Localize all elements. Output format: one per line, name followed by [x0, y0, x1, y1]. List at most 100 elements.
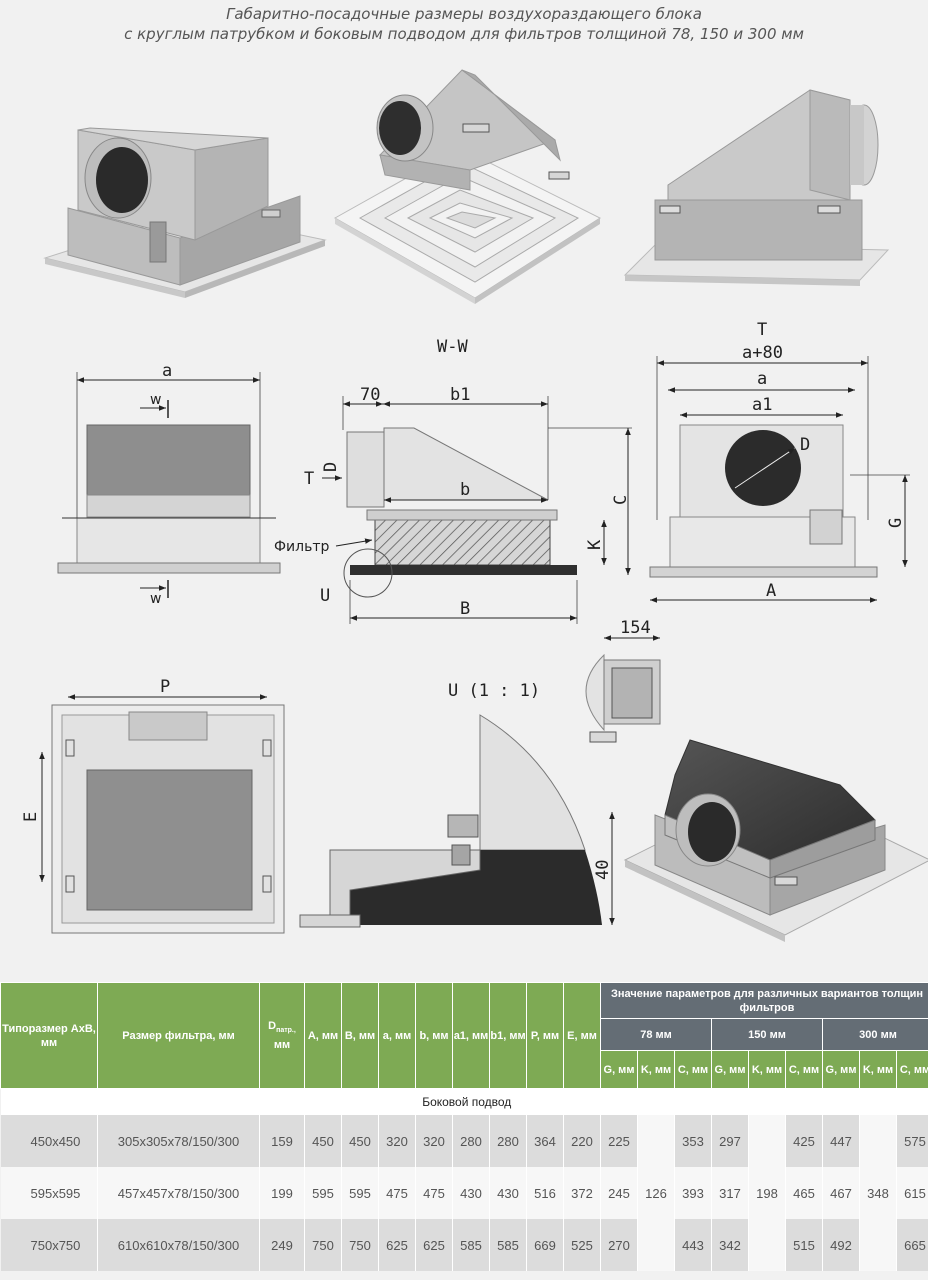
dim-70: 70	[360, 385, 380, 405]
dim-T-side: T	[304, 469, 314, 489]
cell-a1: 585	[452, 1219, 490, 1271]
dim-K: K	[585, 539, 605, 550]
section-view-ww: W-W 70 b1 T D b C K Фильтр U B	[274, 337, 632, 624]
cell-C1: 443	[674, 1219, 712, 1271]
header-150: 150 мм	[711, 1018, 823, 1051]
cell-K3: 348	[859, 1167, 897, 1219]
page-title: Габаритно-посадочные размеры воздухоразд…	[0, 4, 928, 44]
cell-a: 625	[378, 1219, 416, 1271]
cell-size: 750х750	[0, 1219, 98, 1271]
front-view-a: a w w	[57, 361, 281, 607]
cell-A: 750	[304, 1219, 342, 1271]
cell-K2: 198	[748, 1167, 786, 1219]
dim-C: C	[611, 495, 631, 505]
cell-C3: 575	[896, 1115, 928, 1167]
title-line-2: с круглым патрубком и боковым подводом д…	[124, 25, 804, 43]
cell-a1: 430	[452, 1167, 490, 1219]
cell-P: 364	[526, 1115, 564, 1167]
cell-G1: 270	[600, 1219, 638, 1271]
cell-K3	[859, 1219, 897, 1271]
dim-40: 40	[593, 860, 613, 880]
dim-T-front: T	[757, 320, 767, 340]
header-G3: G, мм	[822, 1050, 860, 1089]
header-E: E, мм	[563, 982, 601, 1089]
header-A: A, мм	[304, 982, 342, 1089]
cell-b1: 430	[489, 1167, 527, 1219]
section-title: W-W	[437, 337, 468, 357]
cell-a1: 280	[452, 1115, 490, 1167]
cell-b: 625	[415, 1219, 453, 1271]
dim-154: 154	[620, 618, 651, 638]
header-K3: K, мм	[859, 1050, 897, 1089]
label-U: U	[320, 586, 330, 606]
cell-G3: 467	[822, 1167, 860, 1219]
table-row: 750х750 610х610х78/150/300 249 750 750 6…	[0, 1219, 928, 1271]
cell-G1: 245	[600, 1167, 638, 1219]
header-b1: b1, мм	[489, 982, 527, 1089]
section-label: Боковой подвод	[0, 1088, 928, 1115]
cell-d: 159	[259, 1115, 305, 1167]
cell-d: 249	[259, 1219, 305, 1271]
title-line-1: Габаритно-посадочные размеры воздухоразд…	[226, 5, 702, 23]
cell-b1: 585	[489, 1219, 527, 1271]
dim-b: b	[460, 480, 470, 500]
cell-A: 450	[304, 1115, 342, 1167]
dim-B: B	[460, 599, 470, 619]
header-d: Dпатр.,мм	[259, 982, 305, 1089]
dim-D-side: D	[321, 462, 341, 472]
dim-A: A	[766, 581, 776, 601]
cell-C1: 393	[674, 1167, 712, 1219]
dim-a-plus-80: a+80	[742, 343, 783, 363]
cell-K1	[637, 1219, 675, 1271]
cell-E: 220	[563, 1115, 601, 1167]
header-a1: a1, мм	[452, 982, 490, 1089]
header-type: Типоразмер АхВ, мм	[0, 982, 98, 1089]
cell-C3: 615	[896, 1167, 928, 1219]
cell-G2: 342	[711, 1219, 749, 1271]
dim-b1: b1	[450, 385, 470, 405]
header-group: Значение параметров для различных вариан…	[599, 982, 928, 1019]
cell-G3: 447	[822, 1115, 860, 1167]
cell-B: 595	[341, 1167, 379, 1219]
cell-C1: 353	[674, 1115, 712, 1167]
cell-K2	[748, 1115, 786, 1167]
cell-K1	[637, 1115, 675, 1167]
cell-K2	[748, 1219, 786, 1271]
header-C1: C, мм	[674, 1050, 712, 1089]
cell-G1: 225	[600, 1115, 638, 1167]
header-B: B, мм	[341, 982, 379, 1089]
cell-b1: 280	[489, 1115, 527, 1167]
cell-K1: 126	[637, 1167, 675, 1219]
header-C3: C, мм	[895, 1050, 928, 1089]
cell-size: 595х595	[0, 1167, 98, 1219]
cell-P: 669	[526, 1219, 564, 1271]
dim-a1: a1	[752, 395, 772, 415]
spec-table: Типоразмер АхВ, мм Размер фильтра, мм Dп…	[0, 982, 928, 1271]
header-K2: K, мм	[748, 1050, 786, 1089]
header-d-main: D	[268, 1019, 277, 1032]
cell-A: 595	[304, 1167, 342, 1219]
cell-C2: 425	[785, 1115, 823, 1167]
header-G1: G, мм	[600, 1050, 638, 1089]
technical-drawings: a w w W-W 70 b1 T D b C K Фильт	[21, 69, 928, 942]
cell-E: 525	[563, 1219, 601, 1271]
cell-b: 320	[415, 1115, 453, 1167]
header-G2: G, мм	[711, 1050, 749, 1089]
cell-B: 450	[341, 1115, 379, 1167]
header-78: 78 мм	[600, 1018, 712, 1051]
dim-w-bottom: w	[150, 591, 161, 607]
cell-C2: 515	[785, 1219, 823, 1271]
table-row: 595х595 457х457х78/150/300 199 595 595 4…	[0, 1167, 928, 1219]
cell-P: 516	[526, 1167, 564, 1219]
header-d-unit: мм	[273, 1039, 291, 1052]
cell-G3: 492	[822, 1219, 860, 1271]
cell-size: 450х450	[0, 1115, 98, 1167]
header-300: 300 мм	[821, 1018, 928, 1051]
cell-b: 475	[415, 1167, 453, 1219]
cell-C3: 665	[896, 1219, 928, 1271]
front-view-right: T a+80 a a1 D G A	[649, 320, 910, 603]
cell-B: 750	[341, 1219, 379, 1271]
detail-title: U (1 : 1)	[448, 681, 540, 701]
header-a: a, мм	[378, 982, 416, 1089]
render-center	[333, 69, 602, 304]
